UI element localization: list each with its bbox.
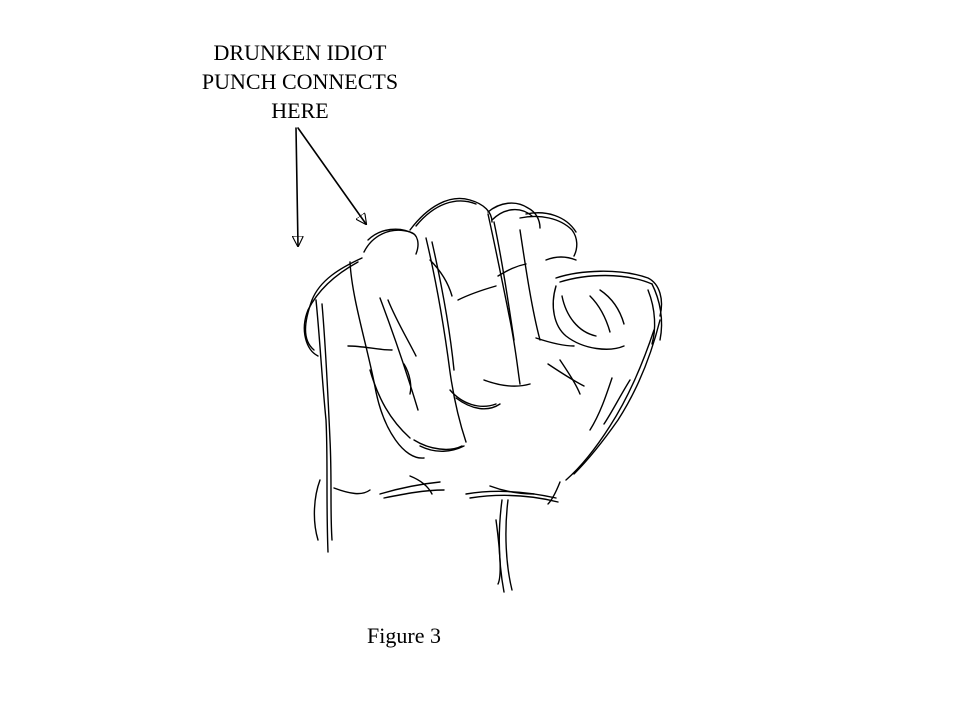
fist-sketch-icon bbox=[303, 197, 663, 593]
annotation-line-2: PUNCH CONNECTS bbox=[201, 69, 399, 94]
arrow-pointer-icon bbox=[296, 127, 298, 246]
annotation-line-3: HERE bbox=[271, 98, 329, 123]
figure-caption: Figure 3 bbox=[367, 623, 441, 648]
annotation-line-1: DRUNKEN IDIOT bbox=[213, 40, 387, 65]
arrow-pointer-icon bbox=[297, 127, 366, 224]
annotation-label: DRUNKEN IDIOT PUNCH CONNECTS HERE bbox=[170, 38, 430, 125]
